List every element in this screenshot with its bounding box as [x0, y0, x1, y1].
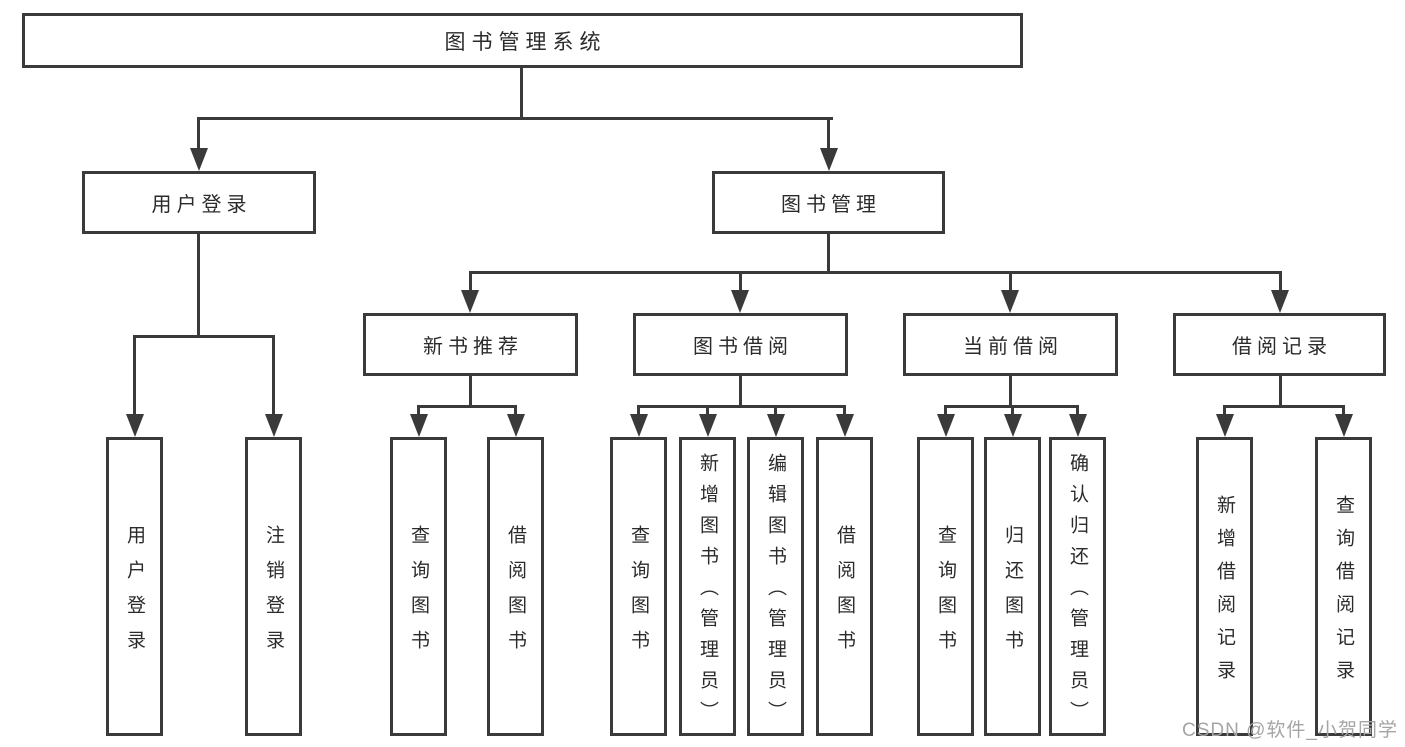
leaf-borrowing-query-books: 查询图书 — [610, 437, 667, 736]
arrowhead — [630, 414, 648, 437]
node-new-book-recommend-label: 新书推荐 — [423, 336, 523, 358]
node-current-borrowing-label: 当前借阅 — [963, 336, 1063, 358]
leaf-current-return-books: 归还图书 — [984, 437, 1041, 736]
leaf-current-query-books: 查询图书 — [917, 437, 974, 736]
arrowhead — [1001, 290, 1019, 313]
leaf-borrowing-borrow-books: 借阅图书 — [816, 437, 873, 736]
arrowhead — [1271, 290, 1289, 313]
arrowhead — [699, 414, 717, 437]
node-user-login: 用户登录 — [82, 171, 316, 234]
connector-line — [469, 271, 472, 292]
arrowhead — [190, 148, 208, 171]
connector-line — [1011, 405, 1014, 416]
arrowhead — [731, 290, 749, 313]
node-book-management-label: 图书管理 — [781, 194, 881, 216]
leaf-recommend-query-books: 查询图书 — [390, 437, 447, 736]
connector-line — [272, 335, 275, 415]
arrowhead — [410, 414, 428, 437]
node-book-management: 图书管理 — [712, 171, 945, 234]
leaf-borrowing-edit-books-admin-label: 编辑图书（管理员） — [765, 453, 786, 732]
connector-line — [774, 405, 777, 416]
connector-line — [1009, 375, 1012, 407]
connector-line — [637, 405, 640, 416]
node-borrowing-records: 借阅记录 — [1173, 313, 1386, 376]
connector-line — [1076, 405, 1079, 416]
connector-line — [1009, 271, 1012, 292]
watermark: CSDN @软件_小贺同学 — [1182, 720, 1398, 741]
leaf-logout: 注销登录 — [245, 437, 302, 736]
leaf-current-return-books-label: 归还图书 — [1002, 524, 1023, 665]
arrowhead — [1335, 414, 1353, 437]
leaf-records-query-record-label: 查询借阅记录 — [1333, 494, 1354, 693]
connector-line — [133, 335, 136, 415]
leaf-user-login: 用户登录 — [106, 437, 163, 736]
connector-line — [944, 405, 947, 416]
leaf-current-query-books-label: 查询图书 — [935, 524, 956, 665]
connector-line — [827, 234, 830, 273]
arrowhead — [1069, 414, 1087, 437]
connector-line — [133, 335, 275, 338]
node-book-borrowing: 图书借阅 — [633, 313, 848, 376]
node-new-book-recommend: 新书推荐 — [363, 313, 578, 376]
connector-line — [827, 117, 830, 149]
connector-line — [197, 117, 200, 149]
leaf-recommend-borrow-books: 借阅图书 — [487, 437, 544, 736]
connector-line — [1279, 271, 1282, 292]
connector-line — [843, 405, 846, 416]
connector-line — [1223, 405, 1226, 416]
connector-line — [417, 405, 517, 408]
connector-line — [637, 405, 846, 408]
arrowhead — [265, 414, 283, 437]
connector-line — [469, 375, 472, 407]
connector-line — [706, 405, 709, 416]
node-book-borrowing-label: 图书借阅 — [693, 336, 793, 358]
arrowhead — [1004, 414, 1022, 437]
node-borrowing-records-label: 借阅记录 — [1232, 336, 1332, 358]
node-user-login-label: 用户登录 — [151, 194, 252, 216]
connector-line — [197, 117, 833, 120]
leaf-borrowing-query-books-label: 查询图书 — [628, 524, 649, 665]
connector-line — [739, 375, 742, 407]
arrowhead — [461, 290, 479, 313]
leaf-recommend-query-books-label: 查询图书 — [408, 524, 429, 665]
leaf-recommend-borrow-books-label: 借阅图书 — [505, 524, 526, 665]
connector-line — [520, 66, 523, 119]
leaf-borrowing-add-books-admin-label: 新增图书（管理员） — [697, 453, 718, 732]
leaf-borrowing-borrow-books-label: 借阅图书 — [834, 524, 855, 665]
connector-line — [417, 405, 420, 416]
connector-line — [1342, 405, 1345, 416]
connector-line — [1223, 405, 1345, 408]
leaf-records-add-record-label: 新增借阅记录 — [1214, 494, 1235, 693]
leaf-current-confirm-return-admin-label: 确认归还（管理员） — [1067, 453, 1088, 732]
leaf-borrowing-edit-books-admin: 编辑图书（管理员） — [747, 437, 804, 736]
connector-line — [469, 271, 1282, 274]
leaf-records-query-record: 查询借阅记录 — [1315, 437, 1372, 736]
leaf-logout-label: 注销登录 — [263, 524, 284, 665]
leaf-current-confirm-return-admin: 确认归还（管理员） — [1049, 437, 1106, 736]
node-root-label: 图书管理系统 — [444, 30, 607, 54]
arrowhead — [1216, 414, 1234, 437]
connector-line — [1279, 375, 1282, 407]
arrowhead — [836, 414, 854, 437]
leaf-user-login-label: 用户登录 — [124, 524, 145, 665]
connector-line — [739, 271, 742, 292]
arrowhead — [507, 414, 525, 437]
arrowhead — [126, 414, 144, 437]
leaf-records-add-record: 新增借阅记录 — [1196, 437, 1253, 736]
arrowhead — [820, 148, 838, 171]
node-root: 图书管理系统 — [22, 13, 1023, 68]
node-current-borrowing: 当前借阅 — [903, 313, 1118, 376]
connector-line — [197, 233, 200, 337]
leaf-borrowing-add-books-admin: 新增图书（管理员） — [679, 437, 736, 736]
arrowhead — [767, 414, 785, 437]
arrowhead — [937, 414, 955, 437]
connector-line — [514, 405, 517, 416]
